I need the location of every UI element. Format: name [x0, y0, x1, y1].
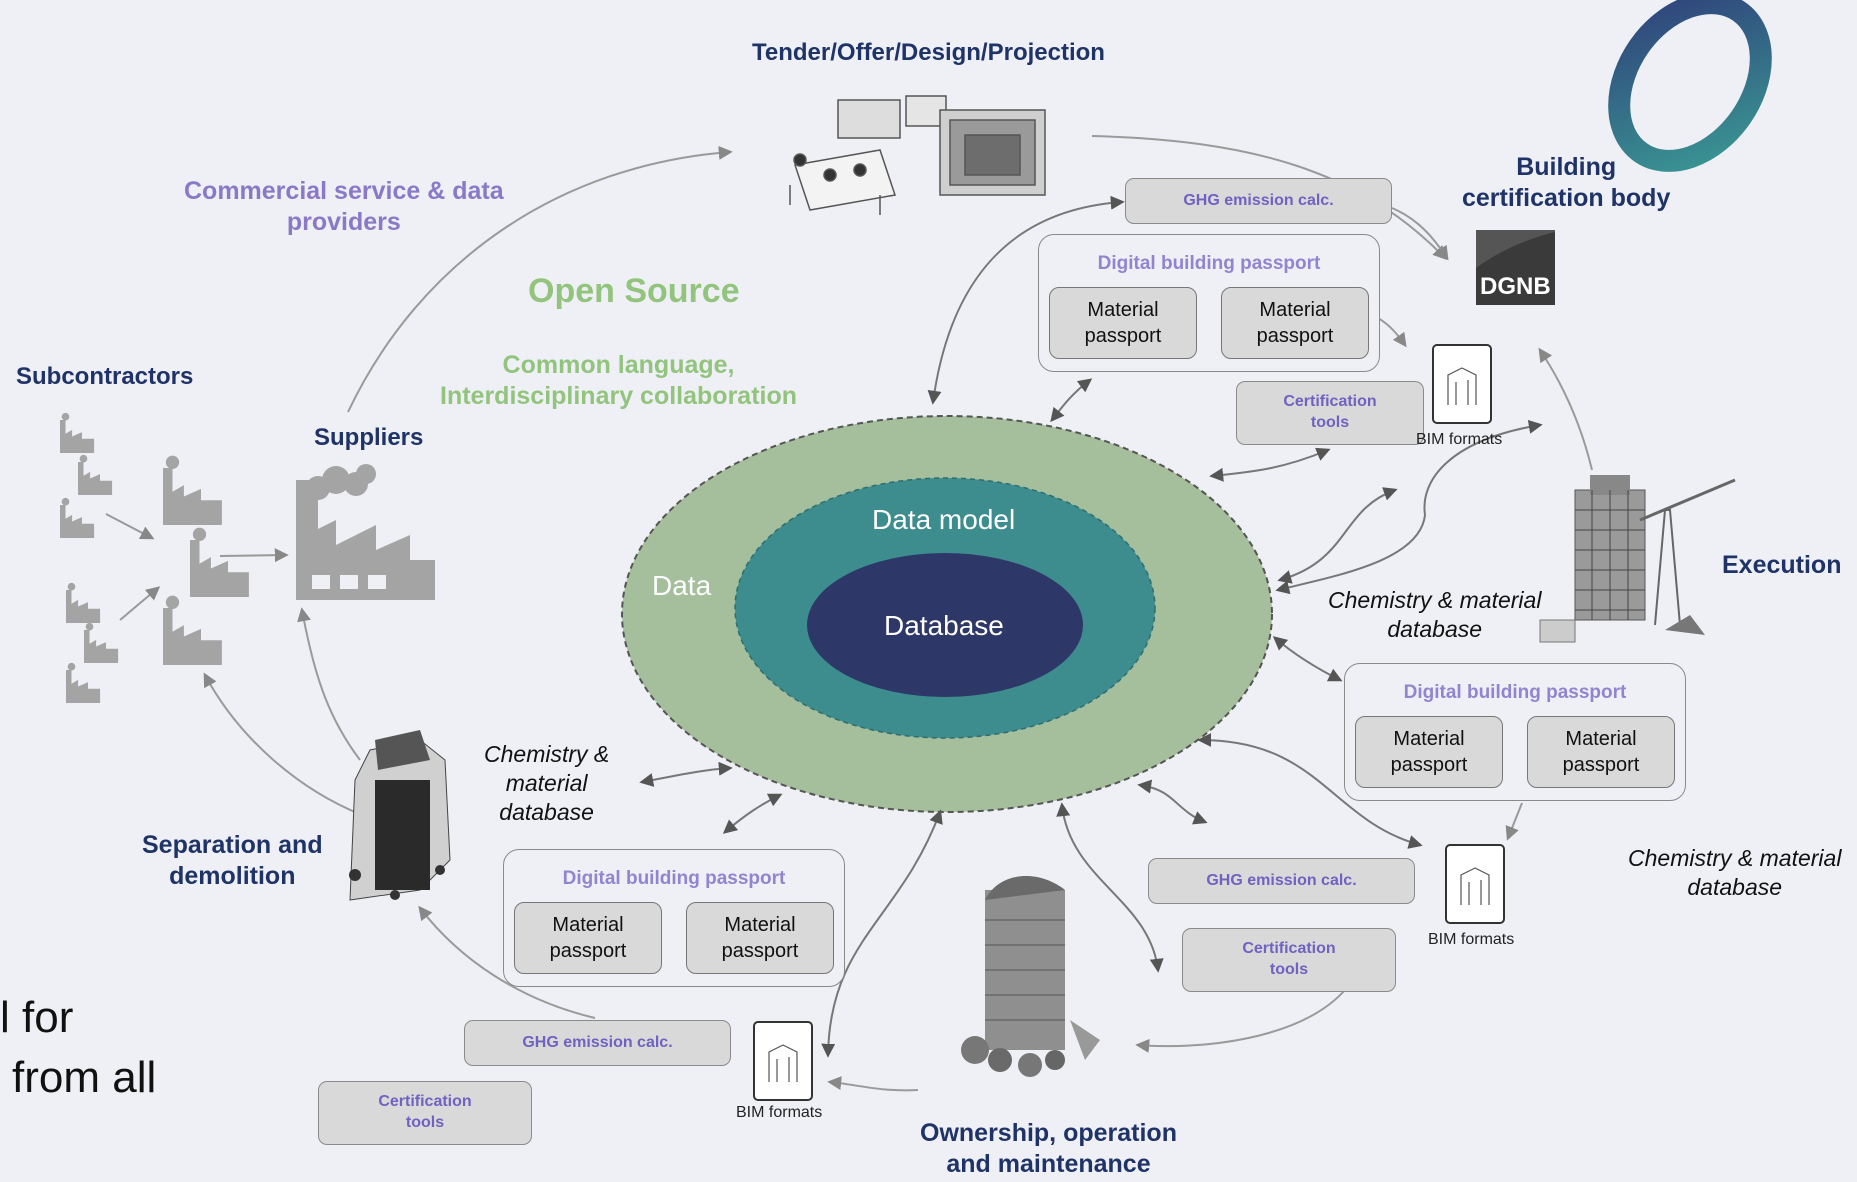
- arrow-demolition-to-suppliers: [297, 607, 361, 761]
- database-label: Database: [884, 610, 1004, 641]
- factory-smoke: [165, 455, 180, 469]
- separation-heading: Separation and demolition: [142, 831, 323, 891]
- arrow-passport-to-bim-top: [1377, 317, 1407, 348]
- factory-icons: [296, 464, 435, 600]
- subcontractors-heading: Subcontractors: [16, 363, 194, 390]
- common-language-heading: Common language, Interdisciplinary colla…: [440, 351, 798, 411]
- ghg-box-top: GHG emission calc.: [1125, 178, 1392, 224]
- arrow-execution-to-cert: [1538, 347, 1593, 471]
- material-passport: Material passport: [1527, 716, 1675, 788]
- factory-icon: [60, 420, 95, 453]
- office-illustration: [789, 95, 1046, 215]
- data-model-label: Data model: [872, 504, 1016, 535]
- factory-icon: [66, 670, 101, 703]
- factory-icon-large: [296, 464, 435, 600]
- demolition-building-icon: [349, 730, 451, 901]
- cutoff-text-2: from all: [12, 1053, 157, 1102]
- commercial-heading: Commercial service & data providers: [184, 177, 504, 237]
- ghg-box-right: GHG emission calc.: [1148, 858, 1415, 904]
- arrow-ghg-to-core: [927, 195, 1125, 405]
- arrow-demolition-to-subcontractors: [203, 672, 363, 816]
- arrow-chem-to-core: [1277, 487, 1398, 584]
- open-source-heading: Open Source: [528, 272, 740, 310]
- residential-building-icon: [961, 876, 1100, 1077]
- factory-smoke: [85, 622, 94, 631]
- factory-icon: [78, 462, 113, 495]
- chem-db-far-right: Chemistry & material database: [1628, 845, 1842, 900]
- factory-smoke: [67, 662, 76, 671]
- factory-smoke: [67, 582, 76, 591]
- arrow-ghg-to-dgnb: [1391, 207, 1449, 261]
- factory-icon: [163, 468, 222, 525]
- passport-bottom: Digital building passport Material passp…: [503, 849, 845, 987]
- factory-icon: [163, 608, 222, 665]
- arrow-passport-left-to-core: [722, 793, 783, 834]
- arrow-ownership-to-bim: [827, 1076, 919, 1092]
- factory-smoke: [61, 412, 70, 421]
- factory-icon: [84, 630, 119, 663]
- arrow-passport-to-bim: [1505, 802, 1523, 841]
- suppliers-heading: Suppliers: [314, 424, 424, 451]
- arrow-bim-bottom-to-core: [821, 809, 943, 1058]
- arrow-passport-to-core: [1050, 378, 1093, 423]
- material-passport: Material passport: [686, 902, 834, 974]
- ring-logo-icon: [1608, 0, 1772, 172]
- arrow-cert-right-to-core: [1056, 802, 1164, 973]
- factory-icon: [190, 540, 249, 597]
- passport-title: Digital building passport: [562, 868, 786, 889]
- construction-building-icon: [1539, 475, 1736, 643]
- passport-top: Digital building passport Material passp…: [1038, 234, 1380, 372]
- cert-tools-box-right: Certification tools: [1182, 928, 1396, 992]
- bim-label-bottom: BIM formats: [736, 1104, 823, 1121]
- material-passport: Material passport: [1355, 716, 1503, 788]
- arrow-bim-right-to-core: [1197, 733, 1423, 849]
- certification-body-heading: Building certification body: [1462, 153, 1671, 213]
- factory-smoke: [79, 454, 88, 463]
- cert-tools-box-top: Certification tools: [1236, 381, 1424, 445]
- factory-icon: [60, 505, 95, 538]
- ownership-heading: Ownership, operation and maintenance: [920, 1119, 1177, 1179]
- ghg-box-bottom: GHG emission calc.: [464, 1020, 731, 1066]
- arrow-tender-to-cert: [1091, 135, 1447, 261]
- arrow-ghg-right-to-core: [1137, 779, 1208, 825]
- arrow-passport-right-to-core: [1272, 636, 1343, 682]
- chem-db-left: Chemistry & material database: [484, 741, 610, 825]
- cert-tools-box-bottom: Certification tools: [318, 1081, 532, 1145]
- arrow-cert-to-ownership: [1135, 989, 1346, 1053]
- bim-label-top: BIM formats: [1416, 431, 1503, 448]
- arrow-certtools-to-core: [1209, 447, 1331, 482]
- bim-label-right: BIM formats: [1428, 931, 1515, 948]
- arrow-ghg-to-demolition: [418, 905, 596, 1019]
- arrow-suppliers-to-tender: [347, 145, 733, 413]
- material-passport: Material passport: [1221, 287, 1369, 359]
- dgnb-logo-icon: [1476, 230, 1555, 305]
- data-label: Data: [652, 570, 712, 601]
- passport-title: Digital building passport: [1403, 682, 1627, 703]
- factory-icon: [66, 590, 101, 623]
- execution-heading: Execution: [1722, 551, 1842, 579]
- passport-right: Digital building passport Material passp…: [1344, 663, 1686, 801]
- chem-db-right: Chemistry & material database: [1328, 587, 1542, 642]
- cutoff-text-1: l for: [0, 993, 74, 1042]
- factory-smoke: [165, 595, 180, 609]
- passport-title: Digital building passport: [1097, 253, 1321, 274]
- factory-smoke: [61, 497, 70, 506]
- tender-heading: Tender/Offer/Design/Projection: [752, 39, 1105, 66]
- material-passport: Material passport: [514, 902, 662, 974]
- material-passport: Material passport: [1049, 287, 1197, 359]
- factory-smoke: [192, 527, 207, 541]
- dgnb-logo-text: DGNB: [1480, 273, 1551, 300]
- database-ellipse: [807, 553, 1083, 697]
- arrow-chem-left-to-core: [639, 761, 733, 787]
